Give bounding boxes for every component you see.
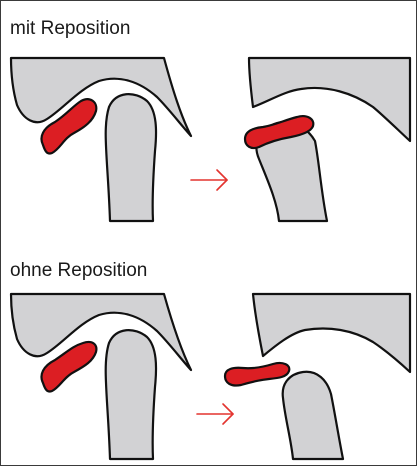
temporal-bone-fossa [11,294,191,370]
arrow-icon [191,170,227,190]
joint-open-mouth [245,58,410,221]
panel-title: mit Reposition [10,19,130,38]
panel-title: ohne Reposition [10,261,147,280]
temporal-bone-fossa [11,58,191,136]
joint-closed-mouth [11,294,191,459]
mandibular-condyle [106,330,156,459]
joint-open-mouth [225,294,410,459]
mandibular-condyle [106,94,156,221]
mandibular-condyle [283,372,343,459]
articular-disc [225,363,289,386]
panel-ohne-reposition: ohne Reposition [1,234,417,466]
temporal-bone-fossa [253,294,410,372]
arrow-icon [197,404,233,424]
panel-mit-reposition: mit Reposition [1,1,417,234]
joint-closed-mouth [11,58,191,221]
